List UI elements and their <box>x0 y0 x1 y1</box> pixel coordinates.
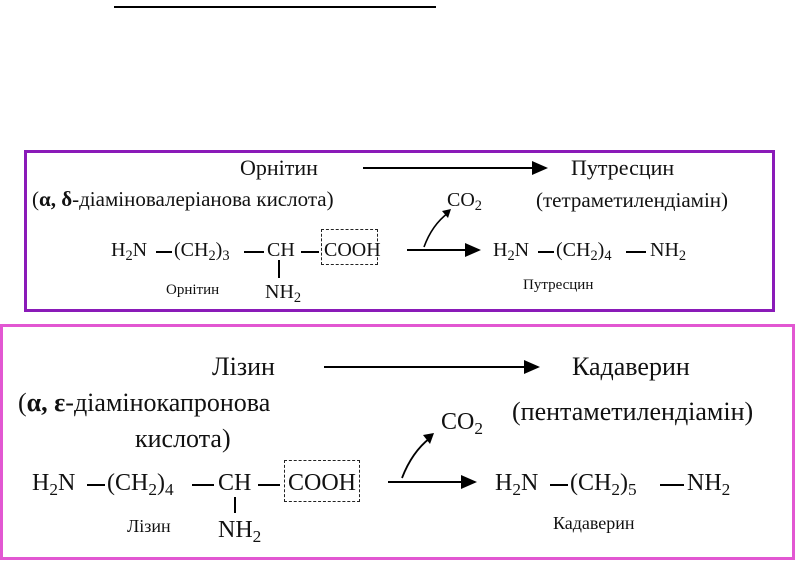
lysine-greek-letters: α, ε <box>26 388 66 417</box>
putrescine-bond-1 <box>538 251 554 253</box>
putrescine-nh2: NH2 <box>650 239 687 265</box>
lysine-cooh: COOH <box>288 470 357 496</box>
putrescine-ch2-chain: (CH2)4 <box>556 239 612 265</box>
ornithine-h2n: H2N <box>111 239 148 265</box>
cadaverine-bond-1 <box>550 484 568 486</box>
top-rule <box>114 6 436 8</box>
cadaverine-caption: Кадаверин <box>553 513 635 533</box>
ornithine-panel <box>24 150 775 312</box>
ornithine-amino-bond <box>278 260 280 278</box>
lysine-ch: CH <box>218 470 252 496</box>
ornithine-to-putrescine-arrow <box>363 161 548 175</box>
ornithine-synonym-text: -діаміновалеріанова кислота) <box>72 187 334 211</box>
lysine-co2-label: CO2 <box>441 409 483 438</box>
lysine-synonym-line2: кислота) <box>135 424 231 453</box>
lysine-h2n: H2N <box>32 470 76 499</box>
putrescine-caption: Путресцин <box>523 277 594 293</box>
ornithine-caption: Орнітин <box>166 282 220 298</box>
lysine-bond-2 <box>192 484 214 486</box>
putrescine-h2n: H2N <box>493 239 530 265</box>
lysine-synonym-text: -діамінокапронова <box>65 388 271 417</box>
cadaverine-bond-2 <box>660 484 684 486</box>
ornithine-co2-label: CO2 <box>447 189 482 215</box>
lysine-caption: Лізин <box>127 516 171 536</box>
lysine-synonym: (α, ε-діамінокапронова <box>18 388 271 417</box>
cadaverine-nh2: NH2 <box>687 470 731 499</box>
ornithine-bond-1 <box>156 251 172 253</box>
lysine-ch2-chain: (CH2)4 <box>107 470 174 499</box>
putrescine-bond-2 <box>626 251 646 253</box>
ornithine-nh2: NH2 <box>265 281 302 307</box>
ornithine-cooh: COOH <box>324 239 381 261</box>
ornithine-ch: CH <box>267 239 295 261</box>
cadaverine-h2n: H2N <box>495 470 539 499</box>
ornithine-bond-3 <box>301 251 319 253</box>
ornithine-synonym: (α, δ-діаміновалеріанова кислота) <box>32 187 334 211</box>
lysine-carboxyl-highlight <box>284 460 360 502</box>
lysine-bond-3 <box>258 484 280 486</box>
lysine-amino-bond <box>234 497 236 513</box>
lysine-bond-1 <box>87 484 105 486</box>
ornithine-greek-letters: α, δ <box>39 187 73 211</box>
ornithine-carboxyl-highlight <box>321 229 378 265</box>
putrescine-synonym: (тетраметилендіамін) <box>536 188 729 212</box>
putrescine-title: Путресцин <box>571 155 675 180</box>
ornithine-co2-release-arrow <box>423 209 451 248</box>
lysine-panel <box>0 324 795 560</box>
lysine-reaction-arrow <box>388 475 477 489</box>
lysine-title: Лізин <box>212 352 275 381</box>
cadaverine-title: Кадаверин <box>572 352 690 381</box>
ornithine-bond-2 <box>244 251 264 253</box>
lysine-to-cadaverine-arrow <box>324 360 540 374</box>
ornithine-title: Орнітин <box>240 155 318 180</box>
lysine-co2-release-arrow <box>401 433 434 479</box>
ornithine-reaction-arrow <box>407 243 481 257</box>
cadaverine-synonym: (пентаметилендіамін) <box>512 397 754 426</box>
lysine-nh2: NH2 <box>218 517 262 546</box>
ornithine-ch2-chain: (CH2)3 <box>174 239 230 265</box>
cadaverine-ch2-chain: (CH2)5 <box>570 470 637 499</box>
